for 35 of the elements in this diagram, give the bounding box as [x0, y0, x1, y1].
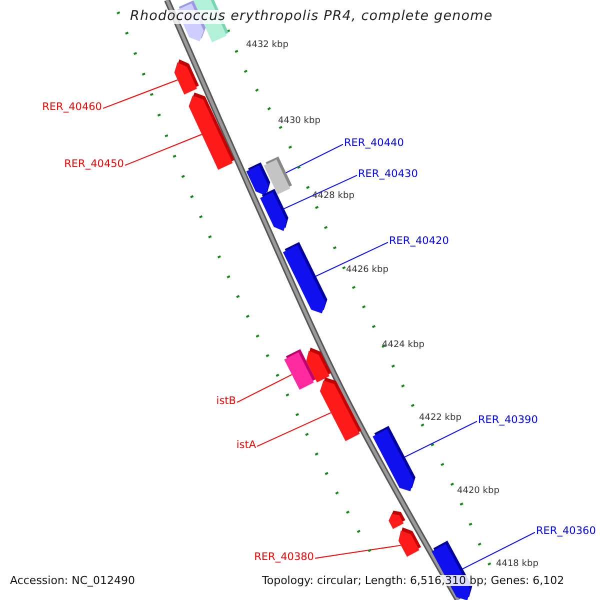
- tick-label: 4430 kbp: [278, 117, 320, 126]
- gene-label: RER_40380: [254, 552, 314, 562]
- gene-label: RER_40360: [536, 526, 596, 536]
- tick-label: 4418 kbp: [496, 560, 538, 569]
- gene-feature: [188, 92, 235, 170]
- gene-label: RER_40390: [478, 415, 538, 426]
- gene-label: istB: [216, 396, 236, 406]
- gene-label: istA: [236, 440, 256, 450]
- gene-feature: [246, 162, 270, 196]
- genome-title: Rhodococcus erythropolis PR4, complete genome: [130, 10, 493, 24]
- tick-label: 4432 kbp: [246, 41, 288, 50]
- leader-line: [256, 412, 332, 447]
- gene-feature: [388, 510, 406, 529]
- info-text: Accession: NC_012490: [10, 575, 136, 586]
- gene-label: RER_40420: [389, 236, 449, 246]
- tick-label: 4428 kbp: [312, 192, 354, 201]
- gene-label: RER_40460: [42, 102, 102, 112]
- info-text: Topology: circular; Length: 6,516,310 bp; Genes: 6,102: [262, 575, 564, 586]
- tick-label: 4424 kbp: [382, 341, 424, 350]
- gene-feature: [260, 188, 288, 232]
- gene-feature: [372, 426, 416, 492]
- leader-line: [102, 79, 178, 109]
- gene-feature: [320, 377, 362, 442]
- leader-line: [236, 374, 292, 403]
- gene-feature: [398, 527, 422, 557]
- gene-feature: [306, 348, 332, 382]
- gene-feature: [282, 242, 328, 314]
- leader-line: [124, 134, 202, 166]
- gene-label: RER_40430: [358, 169, 418, 180]
- tick-label: 4420 kbp: [457, 487, 500, 496]
- tick-label: 4426 kbp: [346, 266, 388, 275]
- gene-label: RER_40440: [344, 138, 404, 148]
- tick-label: 4422 kbp: [419, 414, 462, 423]
- gene-feature: [174, 59, 199, 94]
- gene-label: RER_40450: [64, 159, 124, 170]
